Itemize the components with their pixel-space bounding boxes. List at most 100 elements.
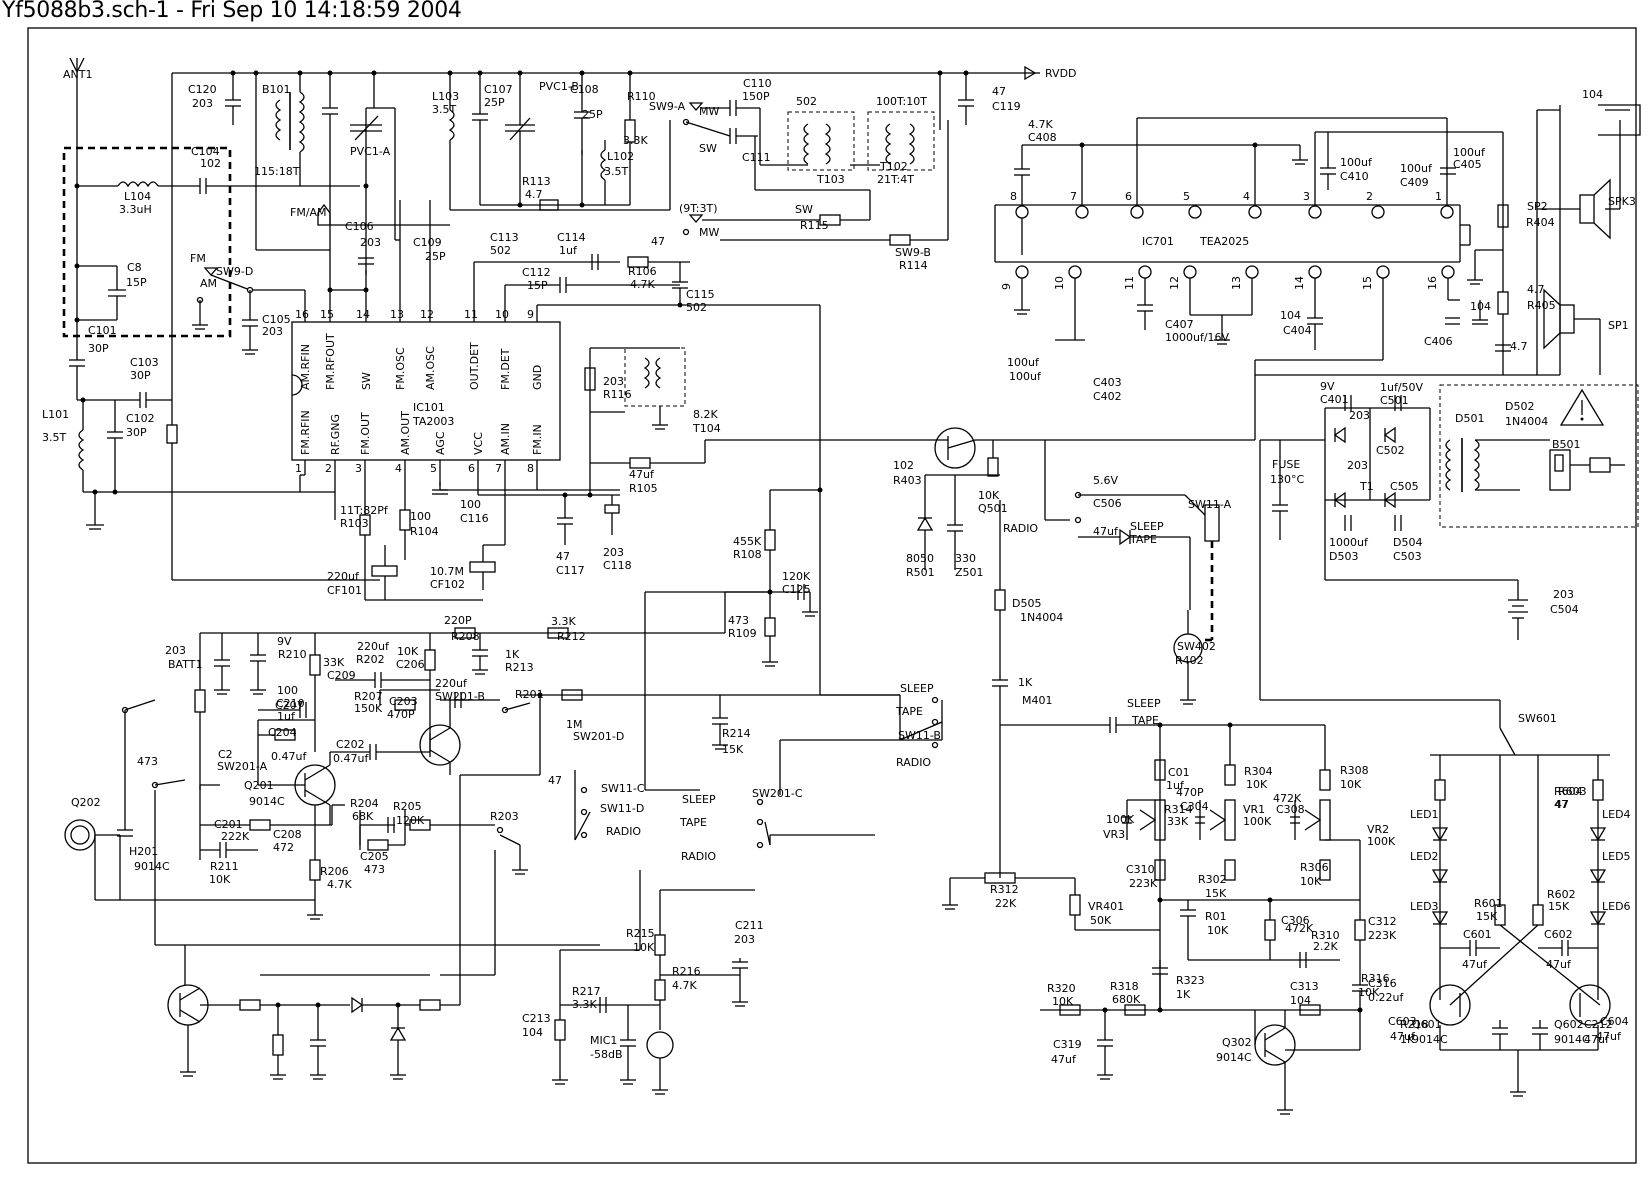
component-label: C116 (460, 512, 489, 525)
component-label: 10K (1246, 778, 1268, 791)
component-label: B101 (262, 83, 291, 96)
component-label: TAPE (895, 705, 923, 718)
ic101-pin-number: 13 (390, 308, 404, 321)
component-label: 4.7K (1028, 118, 1053, 131)
ic101-pin-number: 10 (495, 308, 509, 321)
component-label: C501 (1380, 394, 1409, 407)
microphone-section (552, 870, 755, 1095)
component-label: C206 (396, 658, 425, 671)
component-label: R201 (515, 688, 544, 701)
component-label: C115 (686, 288, 715, 301)
component-label: 33K (323, 656, 345, 669)
component-label: C118 (603, 559, 632, 572)
ic101-pin-name: SW (360, 372, 373, 390)
ic701-part: TEA2025 (1199, 235, 1249, 248)
component-label: SW201-B (435, 690, 485, 703)
ic101-pin-name: RF.GNG (329, 414, 342, 455)
component-label: RADIO (606, 825, 641, 838)
component-label: 102 (200, 157, 221, 170)
component-label: 220uf (357, 640, 390, 653)
component-label: 47uf (1093, 525, 1119, 538)
component-label: C203 (389, 695, 418, 708)
component-label: R109 (728, 627, 757, 640)
component-label: 15K (1476, 910, 1498, 923)
component-label: 30P (126, 426, 147, 439)
ic701-pin-number: 8 (1010, 190, 1017, 203)
component-label: R601 (1474, 897, 1503, 910)
component-label: C207 (275, 699, 304, 712)
component-label: 30P (130, 369, 151, 382)
component-label: 10K (1052, 995, 1074, 1008)
component-label: SPK3 (1608, 195, 1636, 208)
component-label: R314 (1164, 803, 1193, 816)
component-label: C319 (1053, 1038, 1082, 1051)
component-label: BATT1 (168, 658, 202, 671)
component-label: 5.6V (1093, 474, 1118, 487)
component-label: Q202 (71, 796, 101, 809)
component-label: 115:18T (254, 165, 300, 178)
ic101-pin-name: FM.RFIN (299, 410, 312, 455)
component-label: C404 (1283, 324, 1312, 337)
component-label: RADIO (1003, 522, 1038, 535)
component-label: R206 (320, 865, 349, 878)
component-label: 1000uf (1329, 536, 1369, 549)
component-label: C2 (218, 748, 233, 761)
component-label: R215 (626, 927, 655, 940)
ic101-pin-name: FM.IN (531, 424, 544, 455)
component-label: C211 (735, 919, 764, 932)
component-label: C112 (522, 266, 551, 279)
component-label: C120 (188, 83, 217, 96)
component-label: R304 (1244, 765, 1273, 778)
component-label: 15P (527, 279, 548, 292)
component-label: 15P (126, 276, 147, 289)
function-switches (520, 694, 943, 849)
component-label: C107 (484, 83, 513, 96)
speaker-output (1255, 104, 1641, 376)
component-label: T102 (879, 160, 908, 173)
component-label: R312 (990, 883, 1019, 896)
component-label: 120K (782, 570, 811, 583)
component-label: C409 (1400, 176, 1429, 189)
component-label: 150P (742, 90, 770, 103)
component-label: 15K (722, 743, 744, 756)
component-label: LED3 (1410, 900, 1439, 913)
component-label: C505 (1390, 480, 1419, 493)
component-label: 0.22uf (1368, 991, 1404, 1004)
ic101-pin-number: 1 (295, 462, 302, 475)
component-label: 3.3K (551, 615, 576, 628)
ic101-ref: IC101 (413, 401, 445, 414)
component-label: R103 (340, 517, 369, 530)
component-label: SW11-A (1188, 498, 1232, 511)
component-label: TAPE (1131, 714, 1159, 727)
component-label: R212 (557, 630, 586, 643)
component-label: 220uf (435, 677, 468, 690)
component-label: 102 (893, 459, 914, 472)
component-label: 25P (484, 96, 505, 109)
component-label: D501 (1455, 412, 1484, 425)
component-label: SP2 (1527, 200, 1548, 213)
component-label: R603 (1558, 785, 1587, 798)
component-label: 104 (1582, 88, 1603, 101)
component-label: Q601 (1412, 1018, 1442, 1031)
ic101-pin-name: FM.RFOUT (324, 333, 337, 390)
component-label: 1K (1176, 988, 1191, 1001)
component-label: 8.2K (693, 408, 718, 421)
component-label: 9014C (134, 860, 170, 873)
component-label: C313 (1290, 980, 1319, 993)
component-label: 1N4004 (1020, 611, 1063, 624)
ic701-pin-number: 4 (1243, 190, 1250, 203)
component-label: 1uf (277, 710, 296, 723)
component-label: R403 (893, 474, 922, 487)
ic701-pin-number: 16 (1426, 276, 1439, 290)
component-label: 3.5T (604, 165, 628, 178)
component-label: 10K (1340, 778, 1362, 791)
component-label: C213 (522, 1012, 551, 1025)
ic701-pin-number: 11 (1123, 276, 1136, 290)
component-label: R302 (1198, 873, 1227, 886)
component-label: C316 (1368, 977, 1397, 990)
component-label: SW11-B (898, 729, 941, 742)
component-label: 100T:10T (876, 95, 927, 108)
ic101-pin-number: 3 (355, 462, 362, 475)
